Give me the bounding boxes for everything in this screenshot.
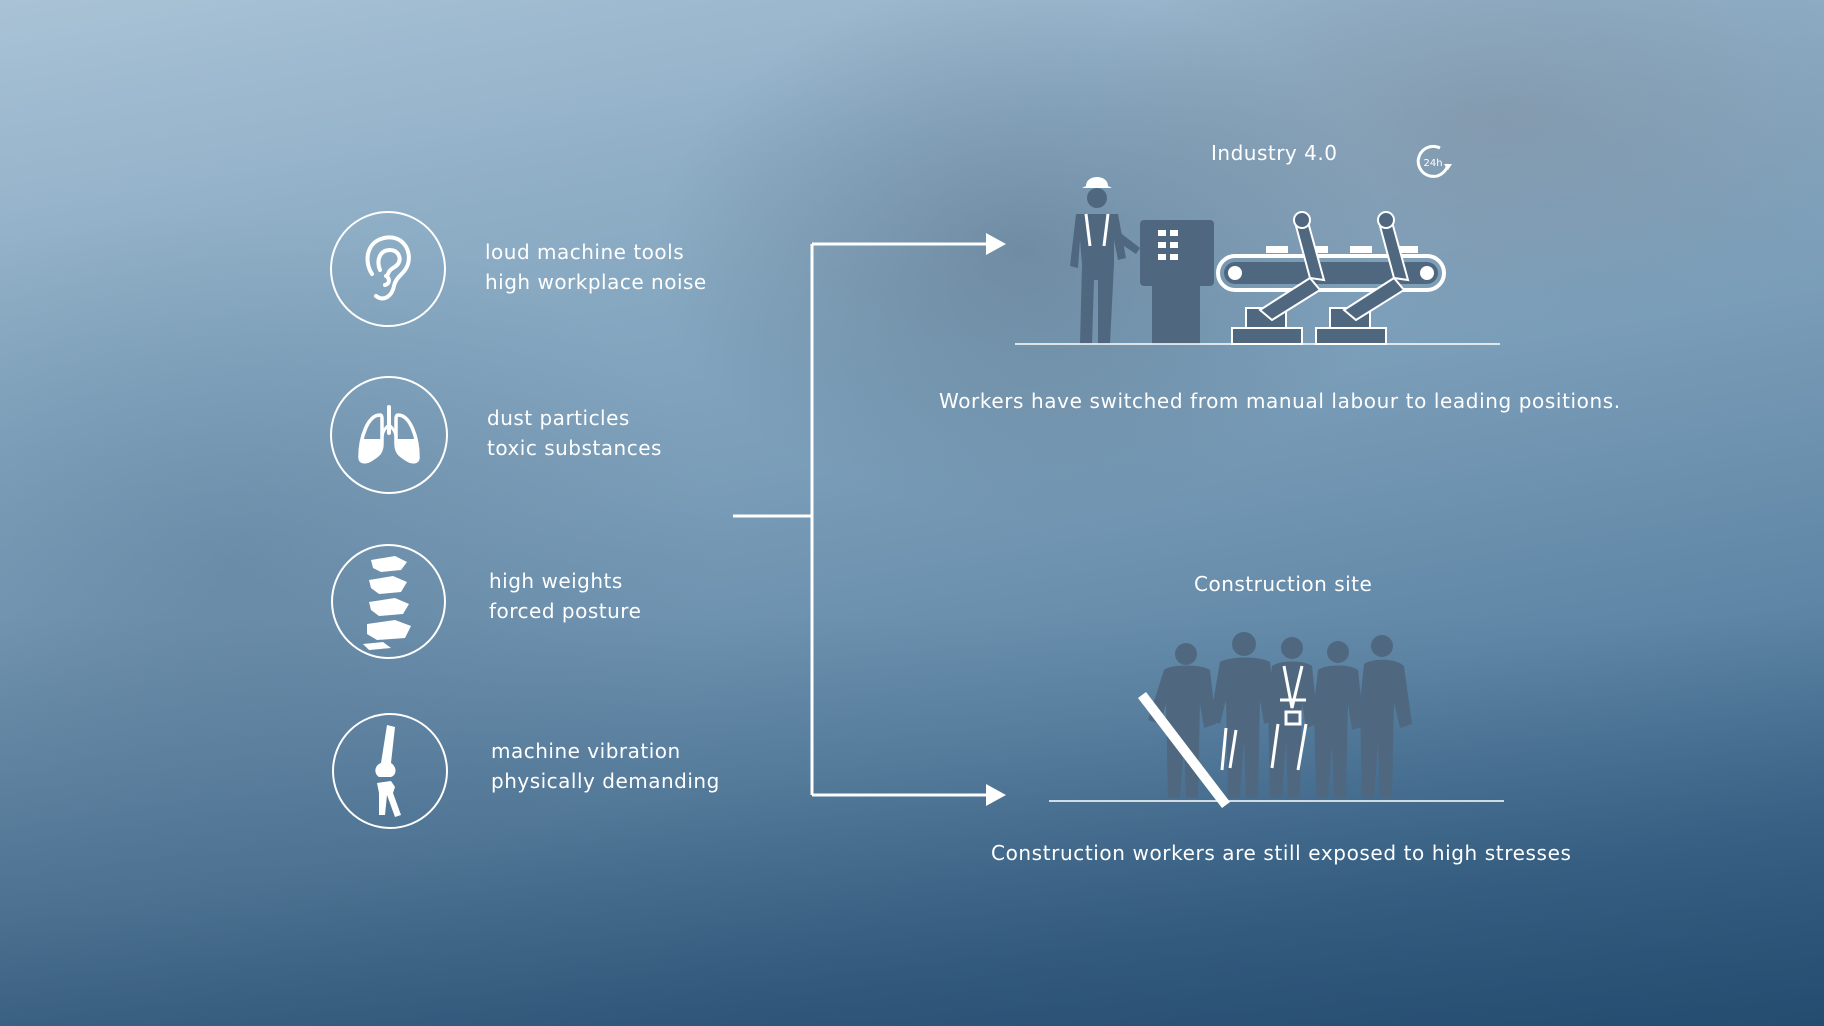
- worker-icon: [1070, 177, 1140, 344]
- arrow-head-top: [986, 233, 1006, 255]
- worker-silhouette-icon: [1148, 643, 1216, 798]
- construction-workers-illustration: [1049, 632, 1504, 808]
- risk-line-2: forced posture: [489, 599, 642, 623]
- clock-24h-icon: 24h: [1414, 142, 1454, 182]
- construction-caption: Construction workers are still exposed t…: [991, 841, 1572, 865]
- worker-silhouette-icon: [1360, 635, 1412, 798]
- industry-caption: Workers have switched from manual labour…: [939, 389, 1621, 413]
- ear-icon: [330, 211, 446, 327]
- clock-badge-text: 24h: [1423, 158, 1442, 169]
- worker-silhouette-icon: [1210, 632, 1276, 798]
- lungs-icon: [330, 376, 448, 494]
- arrow-head-bottom: [986, 784, 1006, 806]
- risk-line-2: high workplace noise: [485, 270, 707, 294]
- conveyor-belt-icon: [1216, 246, 1446, 292]
- worker-silhouette-icon: [1268, 637, 1318, 798]
- construction-title: Construction site: [1194, 572, 1373, 596]
- knee-joint-icon: [332, 713, 448, 829]
- robot-arm-icon: [1231, 211, 1326, 345]
- risk-vibration-text: machine vibration physically demanding: [491, 736, 720, 796]
- industry-title: Industry 4.0: [1211, 141, 1338, 165]
- risk-weights-text: high weights forced posture: [489, 566, 641, 626]
- worker-silhouette-icon: [1314, 641, 1364, 798]
- risk-dust-text: dust particles toxic substances: [487, 403, 662, 463]
- risk-noise-text: loud machine tools high workplace noise: [485, 237, 707, 297]
- safety-harness-icon: [1270, 665, 1308, 771]
- risk-line-2: physically demanding: [491, 769, 720, 793]
- spine-icon: [331, 544, 446, 659]
- risk-line-1: dust particles: [487, 406, 630, 430]
- spirit-level-icon: [1138, 692, 1230, 808]
- risk-line-1: high weights: [489, 569, 623, 593]
- control-console-icon: [1140, 220, 1214, 344]
- risk-line-2: toxic substances: [487, 436, 662, 460]
- risk-line-1: loud machine tools: [485, 240, 685, 264]
- factory-automation-illustration: [1015, 177, 1500, 345]
- risk-line-1: machine vibration: [491, 739, 681, 763]
